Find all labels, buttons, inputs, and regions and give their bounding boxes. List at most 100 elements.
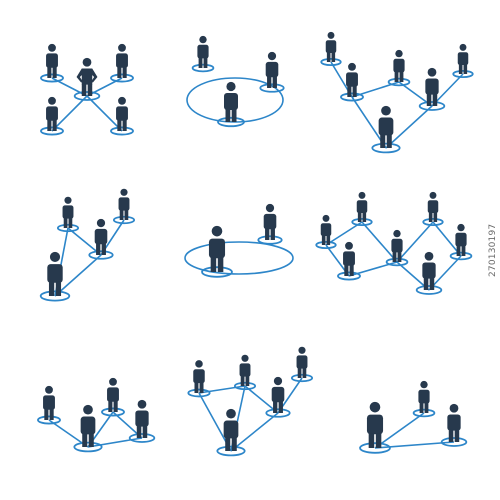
person-icon (73, 57, 101, 101)
node-ring (201, 266, 233, 278)
node-ring (371, 142, 401, 154)
node-ring (110, 126, 134, 136)
connection-line (374, 441, 455, 449)
node-ring (452, 69, 474, 79)
person-icon (112, 188, 136, 225)
node-ring (340, 92, 364, 102)
person-icon (359, 401, 391, 454)
network-icon-1 (40, 43, 134, 136)
person-icon (418, 67, 446, 111)
node-ring (422, 217, 444, 227)
person-icon (88, 218, 114, 260)
node-ring (385, 257, 409, 267)
node-ring (265, 408, 291, 418)
person-icon (259, 51, 285, 93)
person-icon (351, 191, 373, 227)
connection-line (86, 95, 123, 132)
node-ring (110, 73, 134, 83)
person-icon (56, 196, 80, 233)
person-icon (337, 241, 361, 281)
person-icon (40, 43, 64, 83)
connection-line (54, 254, 102, 297)
node-ring (39, 290, 71, 302)
connection-line (432, 221, 462, 257)
connection-line (374, 412, 425, 449)
node-ring (112, 215, 136, 225)
node-ring (56, 223, 80, 233)
node-ring (73, 91, 101, 101)
person-icon (217, 81, 245, 128)
person-icon (101, 377, 125, 417)
person-icon (37, 385, 61, 425)
connection-line (198, 385, 246, 394)
network-icon-9 (359, 380, 468, 454)
network-icon-3 (320, 31, 474, 154)
person-icon (73, 404, 103, 453)
connection-line (325, 221, 363, 246)
person-icon (233, 354, 257, 391)
person-icon (40, 96, 64, 136)
node-ring (217, 116, 245, 128)
node-ring (290, 373, 314, 383)
connection-line (396, 221, 434, 263)
node-ring (320, 57, 342, 67)
node-ring (412, 408, 436, 418)
person-icon (110, 43, 134, 83)
node-ring (259, 83, 285, 93)
connection-line (230, 412, 279, 452)
node-ring (351, 217, 373, 227)
node-ring (101, 407, 125, 417)
network-icon-2 (186, 35, 285, 128)
node-ring (73, 441, 103, 453)
connection-loop (184, 241, 294, 275)
network-icon-4 (39, 188, 136, 302)
person-icon (315, 214, 337, 250)
stock-id-label: 270130197 (488, 223, 498, 277)
node-ring (449, 251, 473, 261)
person-icon (340, 62, 364, 102)
network-icon-6 (315, 191, 473, 295)
node-ring (187, 388, 211, 398)
person-icon (39, 251, 71, 302)
person-icon (110, 96, 134, 136)
node-ring (440, 437, 468, 447)
person-icon (290, 346, 314, 383)
network-icon-5 (184, 203, 294, 278)
connection-line (244, 385, 279, 414)
connection-line (361, 221, 398, 263)
node-ring (128, 433, 156, 443)
node-ring (315, 240, 337, 250)
connection-line (428, 255, 462, 291)
node-ring (359, 442, 391, 454)
connection-line (385, 105, 433, 149)
connection-line (87, 437, 143, 448)
person-icon (385, 229, 409, 267)
person-icon (387, 49, 411, 87)
person-icon (412, 380, 436, 418)
person-icon (201, 225, 233, 278)
node-ring (40, 126, 64, 136)
person-icon (452, 43, 474, 79)
node-ring (191, 63, 215, 73)
person-icon (216, 408, 246, 457)
person-icon (415, 251, 443, 295)
connection-line (396, 261, 430, 291)
network-icon-8 (187, 346, 314, 457)
node-ring (418, 101, 446, 111)
person-icon (449, 223, 473, 261)
node-ring (387, 77, 411, 87)
node-ring (37, 415, 61, 425)
connection-line (67, 227, 102, 256)
person-icon (128, 399, 156, 443)
node-ring (216, 445, 246, 457)
person-icon (187, 360, 211, 398)
network-icon-7 (37, 377, 156, 453)
person-icon (320, 31, 342, 67)
node-ring (337, 271, 361, 281)
node-ring (88, 250, 114, 260)
connection-line (51, 95, 88, 132)
person-icon (257, 203, 283, 245)
person-icon (422, 191, 444, 227)
node-ring (40, 73, 64, 83)
